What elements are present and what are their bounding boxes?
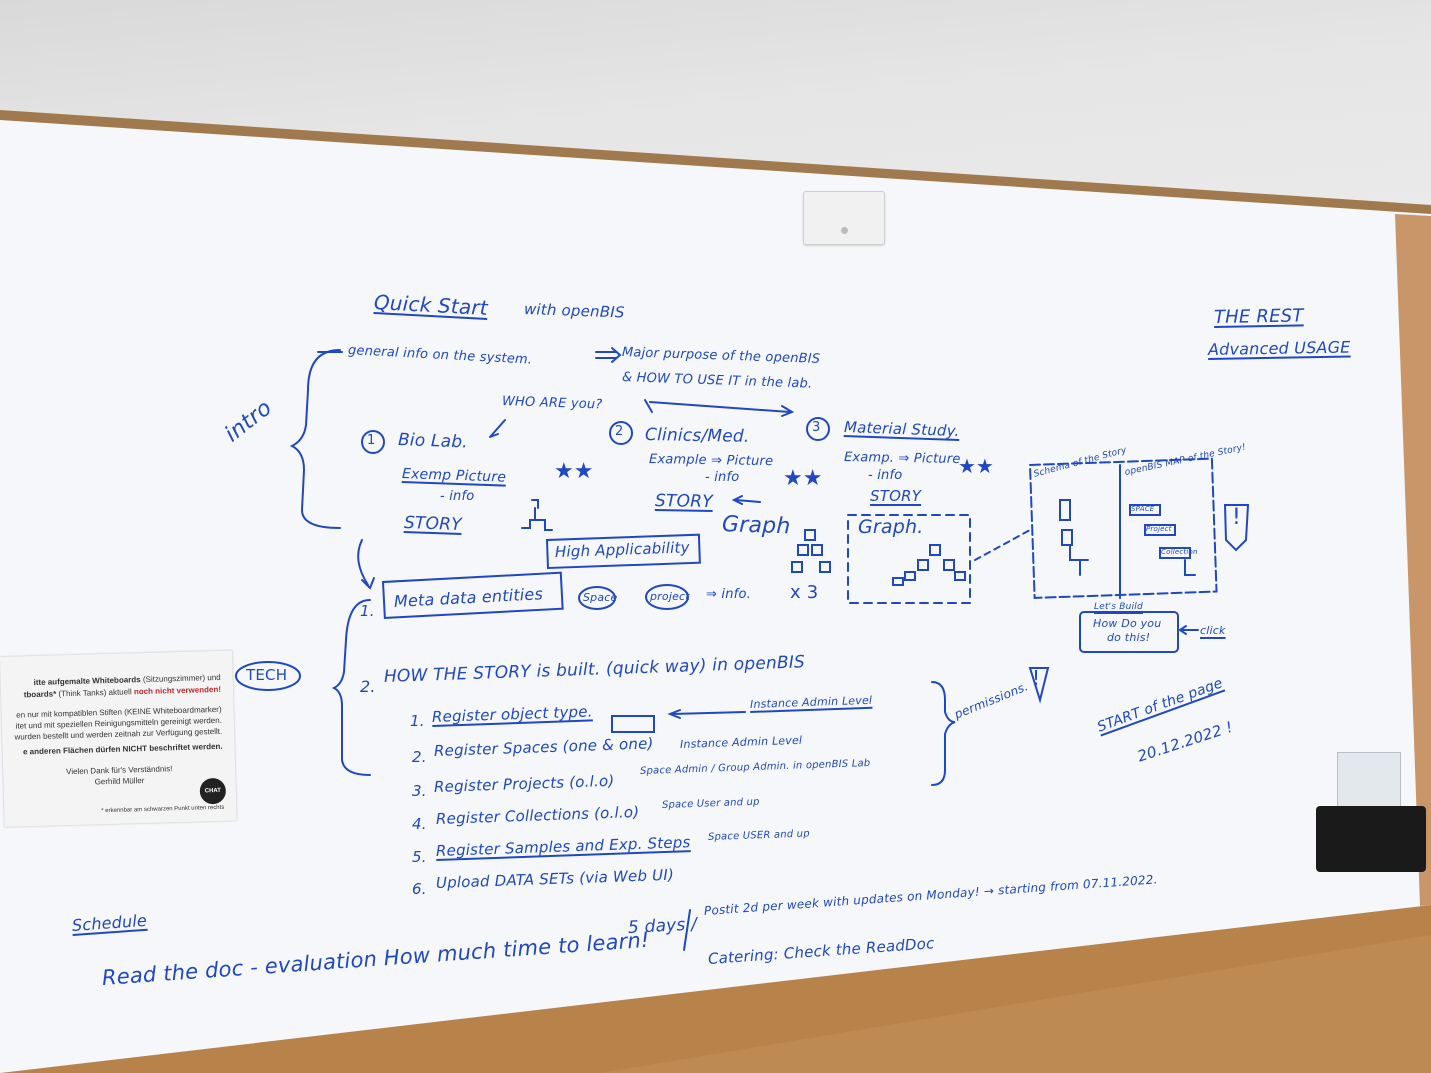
col2-example: Example ⇒ Picture [648, 452, 774, 470]
col2-number: 2 [615, 424, 624, 439]
schema-project: Project [1146, 525, 1172, 533]
graph-label-2: Graph. [858, 516, 924, 538]
schema-collection: Collection [1161, 548, 1198, 556]
story-built-number: 2. [360, 677, 376, 696]
col1-number: 1 [367, 433, 376, 448]
step-5-number: 5. [412, 848, 427, 866]
svg-text:★★: ★★ [554, 459, 593, 484]
col1-story: STORY [403, 513, 463, 536]
col3-story: STORY [870, 487, 922, 505]
lets-build-line1: How Do you [1093, 617, 1162, 630]
meta-rest: ⇒ info. [706, 587, 751, 602]
tech-label: TECH [246, 666, 288, 684]
step-6-number: 6. [412, 880, 427, 898]
step-4-number: 4. [412, 815, 427, 833]
col3-info: - info [868, 468, 903, 483]
five-days: 5 days / [627, 914, 698, 938]
permissions-mark: ! [1032, 666, 1041, 690]
lets-build-click: click [1200, 624, 1226, 637]
schema-exclaim: ! [1232, 505, 1242, 530]
motion-sensor-icon [803, 191, 885, 245]
step-3-number: 3. [412, 782, 427, 800]
lets-build-line2: do this! [1107, 631, 1151, 644]
marker-holder-icon [1316, 806, 1426, 872]
whiteboard-surface [0, 120, 1431, 1073]
meta-times: x 3 [790, 582, 819, 603]
meta-number: 1. [360, 602, 375, 620]
col2-info: - info [705, 470, 740, 485]
step-2-number: 2. [412, 748, 427, 766]
col2-name: Clinics/Med. [644, 425, 750, 447]
col3-number: 3 [812, 420, 821, 435]
col3-example: Examp. ⇒ Picture [843, 450, 961, 468]
graph-label-1: Graph [721, 512, 791, 540]
schema-space: SPACE [1131, 505, 1155, 513]
lets-build-title: Let's Build [1094, 602, 1143, 612]
sensor-lens [841, 227, 848, 234]
meta-project: project [650, 590, 690, 603]
col2-story: STORY [654, 491, 713, 513]
col1-name: Bio Lab. [397, 430, 469, 453]
step-1-number: 1. [410, 712, 425, 730]
meta-space: Space [583, 591, 618, 604]
svg-text:★★: ★★ [958, 454, 994, 478]
svg-text:★★: ★★ [783, 466, 822, 491]
col1-info: - info [440, 489, 475, 504]
